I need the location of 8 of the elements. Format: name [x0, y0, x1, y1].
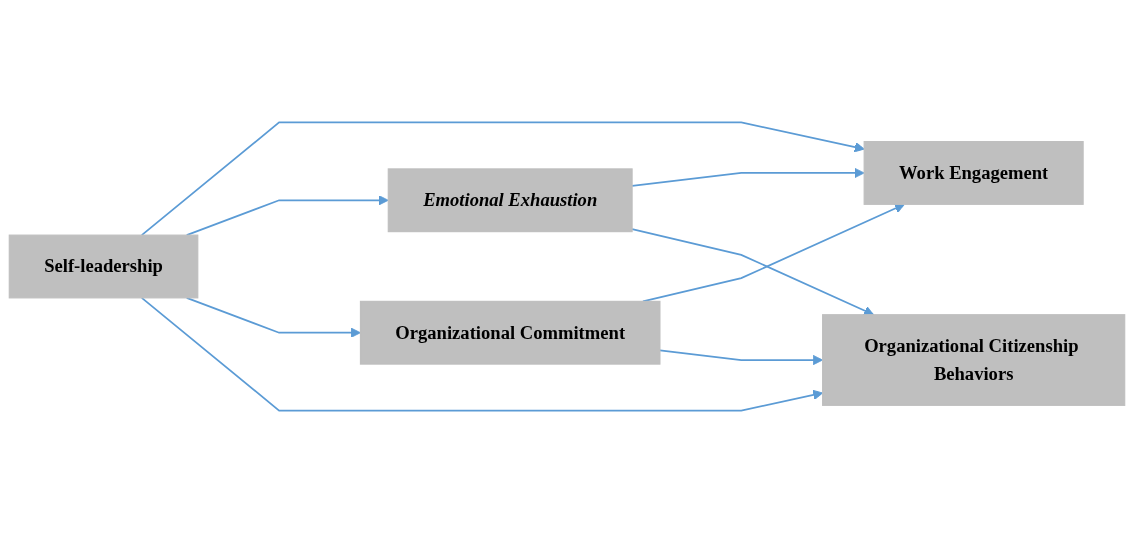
- arrow: [642, 203, 905, 303]
- arrow: [140, 121, 865, 236]
- node-box: Self-leadership: [8, 234, 199, 299]
- node-box: Emotional Exhaustion: [387, 168, 633, 233]
- arrow: [631, 228, 874, 316]
- node-box: Organizational Commitment: [359, 300, 661, 365]
- node-box: Work Engagement: [863, 141, 1084, 205]
- node-box: Organizational Citizenship Behaviors: [822, 314, 1126, 406]
